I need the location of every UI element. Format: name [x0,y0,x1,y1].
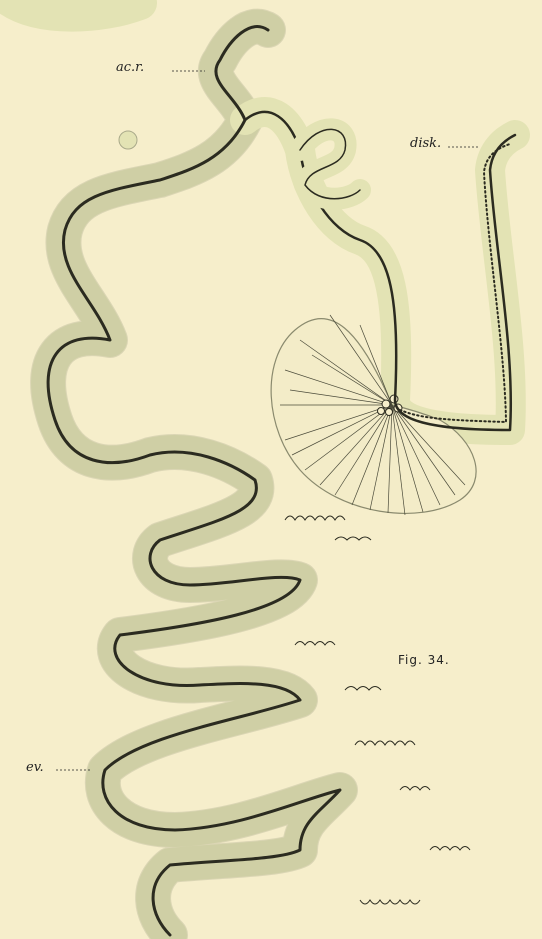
bulb-knob [119,131,137,149]
figure-caption: Fig. 34. [398,653,450,667]
label-acr: ac.r. [116,60,144,75]
label-ev: ev. [26,760,44,775]
label-disk: disk. [410,136,441,151]
